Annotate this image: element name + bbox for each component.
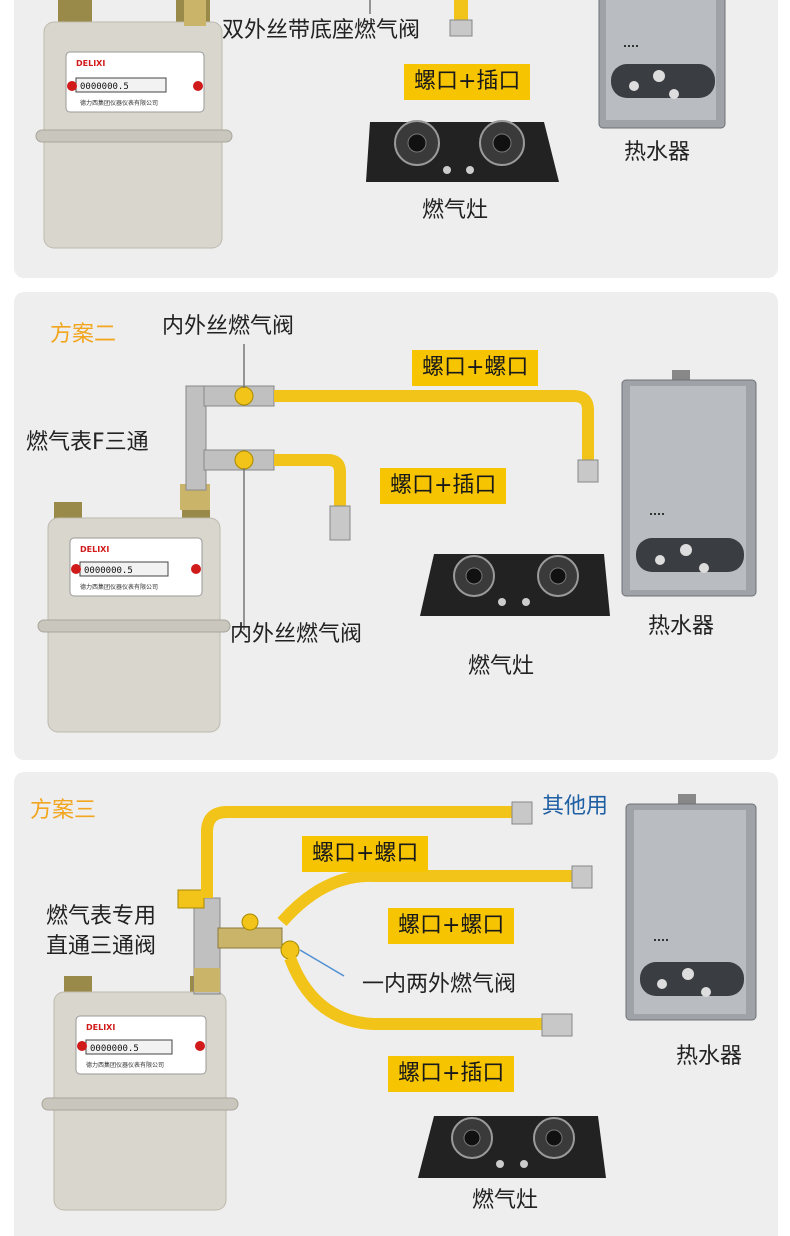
meter-digits: 0000000.5	[90, 1044, 139, 1054]
gas-valve-icon	[203, 385, 275, 407]
straight-tee-valve-label-line1: 燃气表专用	[46, 904, 157, 929]
meter-company: 德力西集团仪器仪表有限公司	[86, 1061, 164, 1069]
scheme-three-panel: DELIXI 0000000.5 德力西集团仪器仪表有限公司	[14, 772, 778, 1236]
gas-stove-icon	[418, 1116, 606, 1178]
scheme-one-illustration: DELIXI 0000000.5 德力西集团仪器仪表有限公司	[35, 0, 726, 249]
flex-hose-icon	[201, 801, 593, 1037]
gas-valve-icon	[203, 449, 275, 471]
bottom-valve-label: 内外丝燃气阀	[230, 622, 363, 647]
gas-stove-label: 燃气灶	[422, 198, 489, 223]
water-heater-label: 热水器	[624, 140, 691, 165]
water-heater-icon	[621, 370, 757, 597]
double-thread-valve-label: 双外丝带底座燃气阀	[222, 18, 421, 43]
meter-company: 德力西集团仪器仪表有限公司	[80, 99, 158, 107]
gas-stove-label: 燃气灶	[468, 654, 535, 679]
connection-tag-screw-plug: 螺口+插口	[404, 64, 531, 100]
water-heater-label: 热水器	[676, 1044, 743, 1069]
gas-meter-icon: DELIXI 0000000.5 德力西集团仪器仪表有限公司	[41, 976, 239, 1211]
other-use-label: 其他用	[542, 794, 609, 819]
gas-meter-icon: DELIXI 0000000.5 德力西集团仪器仪表有限公司	[35, 0, 233, 249]
tee-fitting-icon	[180, 385, 210, 510]
meter-brand: DELIXI	[86, 1023, 115, 1032]
tee-fitting-icon	[184, 0, 206, 26]
meter-company: 德力西集团仪器仪表有限公司	[80, 583, 158, 591]
tee-fitting-icon	[177, 889, 221, 995]
connection-tag-screw-screw-1: 螺口+螺口	[302, 836, 429, 872]
gas-stove-icon	[366, 120, 559, 182]
meter-digits: 0000000.5	[80, 82, 129, 92]
water-heater-icon	[598, 0, 726, 129]
water-heater-icon	[625, 794, 757, 1021]
scheme-two-panel: DELIXI 0000000.5 德力西集团仪器仪表有限公司	[14, 292, 778, 760]
scheme-two-title: 方案二	[50, 322, 117, 347]
meter-digits: 0000000.5	[84, 566, 133, 576]
gas-stove-label: 燃气灶	[472, 1188, 539, 1213]
flex-hose-icon	[243, 344, 599, 630]
meter-brand: DELIXI	[76, 59, 105, 68]
scheme-three-title: 方案三	[30, 798, 97, 823]
connection-tag-screw-plug: 螺口+插口	[380, 468, 507, 504]
top-valve-label: 内外丝燃气阀	[162, 314, 295, 339]
meter-brand: DELIXI	[80, 545, 109, 554]
gas-stove-icon	[420, 554, 610, 616]
connection-tag-screw-screw-2: 螺口+螺口	[388, 908, 515, 944]
connection-tag-screw-screw: 螺口+螺口	[412, 350, 539, 386]
scheme-one-panel: DELIXI 0000000.5 德力西集团仪器仪表有限公司	[14, 0, 778, 278]
flex-hose-icon	[369, 0, 473, 37]
connection-tag-screw-plug: 螺口+插口	[388, 1056, 515, 1092]
gas-meter-icon: DELIXI 0000000.5 德力西集团仪器仪表有限公司	[37, 502, 231, 733]
one-in-two-out-valve-label: 一内两外燃气阀	[362, 972, 517, 997]
water-heater-label: 热水器	[648, 614, 715, 639]
gas-valve-icon	[217, 913, 300, 960]
scheme-three-illustration: DELIXI 0000000.5 德力西集团仪器仪表有限公司	[41, 794, 757, 1211]
straight-tee-valve-label-line2: 直通三通阀	[46, 934, 157, 959]
scheme-two-illustration: DELIXI 0000000.5 德力西集团仪器仪表有限公司	[37, 344, 757, 733]
meter-tee-label: 燃气表F三通	[26, 430, 149, 455]
